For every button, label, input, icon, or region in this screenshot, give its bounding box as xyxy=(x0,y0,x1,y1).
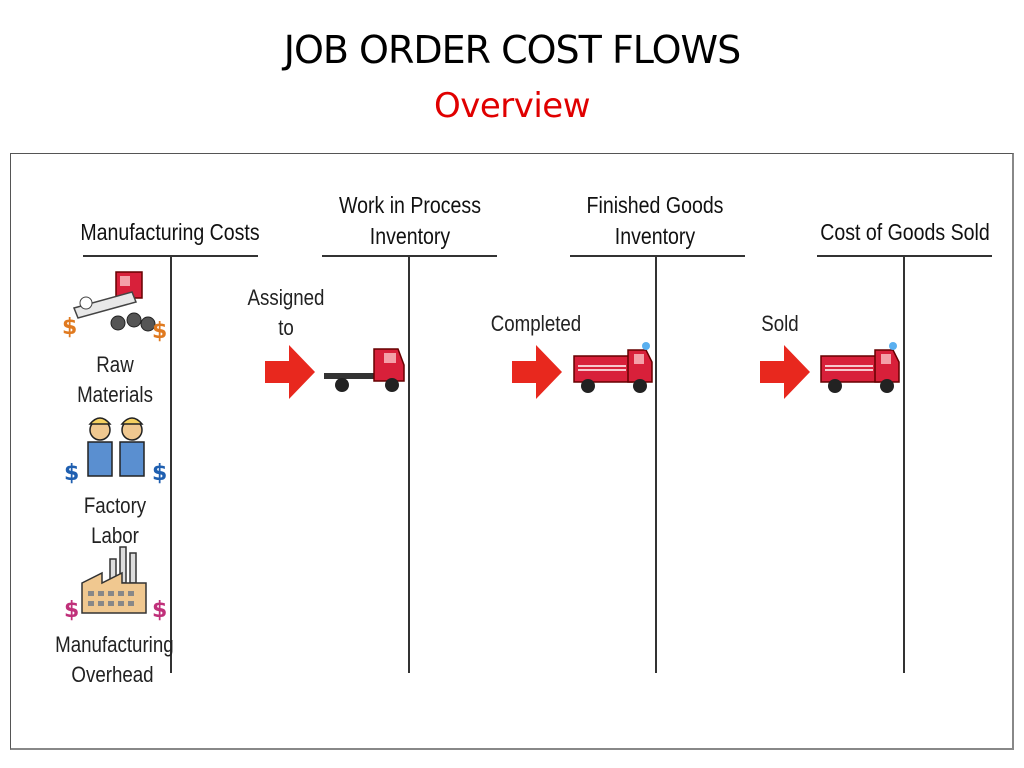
factory-icon: $ $ xyxy=(64,546,167,623)
flatbed-truck-icon xyxy=(324,348,405,392)
svg-text:$: $ xyxy=(152,598,167,623)
slide-title: JOB ORDER COST FLOWS xyxy=(283,28,741,72)
t-account-stem xyxy=(170,255,172,673)
t-account-top-line xyxy=(570,255,745,257)
factory-labor-icon: $ $ xyxy=(64,417,167,486)
arrow-right-icon xyxy=(512,345,562,399)
svg-text:$: $ xyxy=(152,461,167,486)
account-title-work-in-process: Work in Process Inventory xyxy=(339,192,481,249)
manufacturing-overhead-label: Manufacturing Overhead xyxy=(55,632,174,687)
factory-labor-label: Factory Labor xyxy=(83,493,147,548)
flow-label-completed: Completed xyxy=(490,311,582,336)
arrow-right-icon xyxy=(265,345,315,399)
flow-label-sold: Sold xyxy=(761,311,799,336)
t-account-stem xyxy=(903,255,905,673)
flow-label-assigned-to: Assigned to xyxy=(247,285,325,340)
fire-truck-icon xyxy=(573,342,653,393)
fire-truck-icon xyxy=(820,342,900,393)
arrow-right-icon xyxy=(760,345,810,399)
svg-text:$: $ xyxy=(152,319,167,343)
raw-materials-label: Raw Materials xyxy=(77,352,153,407)
account-title-cost-of-goods-sold: Cost of Goods Sold xyxy=(820,219,990,245)
t-account-stem xyxy=(408,255,410,673)
t-account-stem xyxy=(655,255,657,673)
account-title-manufacturing-costs: Manufacturing Costs xyxy=(80,219,260,245)
account-title-finished-goods: Finished Goods Inventory xyxy=(586,192,724,249)
svg-text:$: $ xyxy=(64,598,79,623)
raw-materials-icon: $ $ xyxy=(62,271,167,343)
svg-text:$: $ xyxy=(62,315,77,340)
svg-text:$: $ xyxy=(64,461,79,486)
slide-subtitle: Overview xyxy=(433,86,591,126)
diagram-frame xyxy=(10,153,1014,750)
